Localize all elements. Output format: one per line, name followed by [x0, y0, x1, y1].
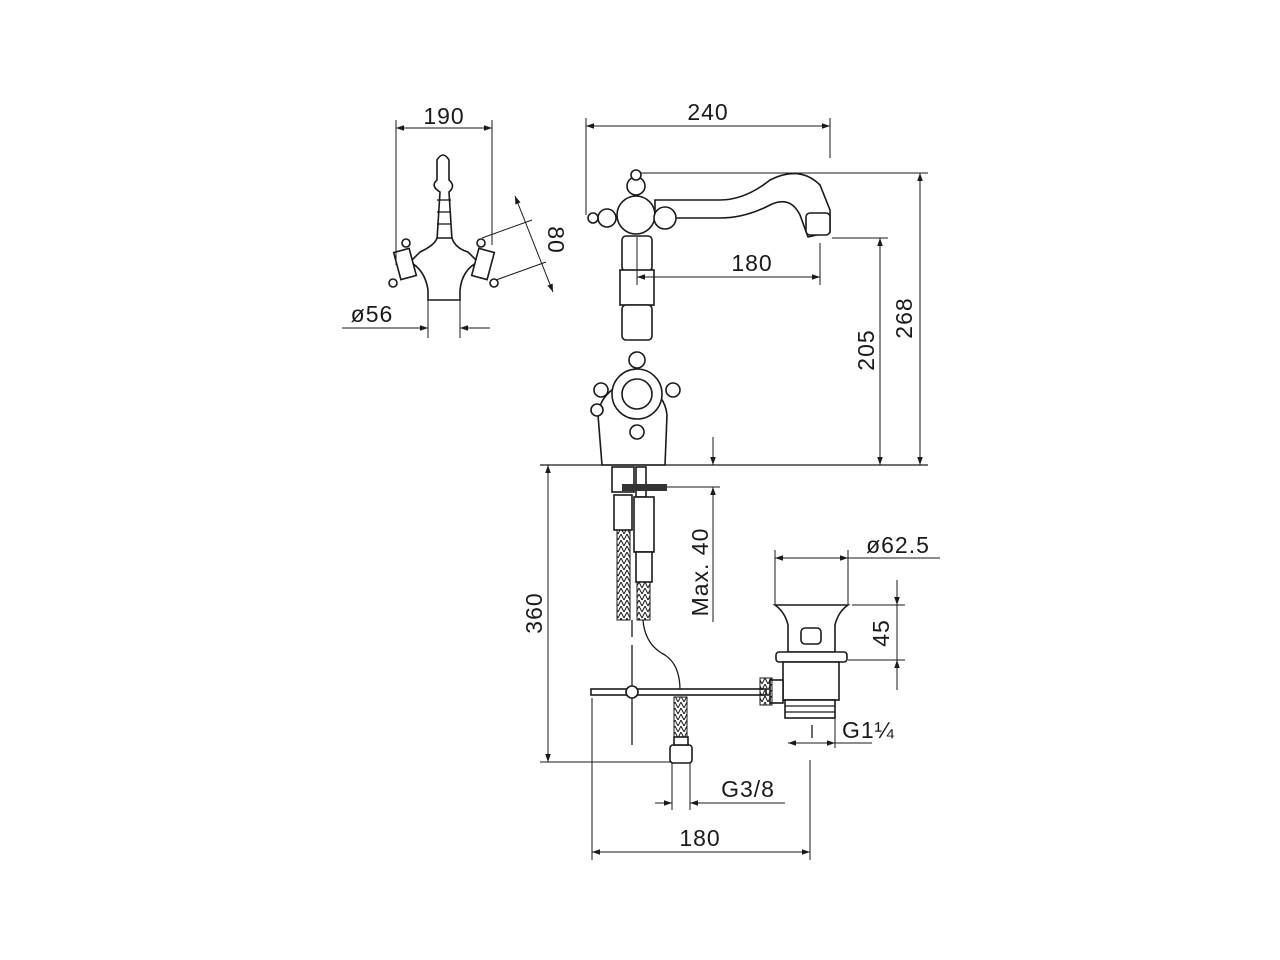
dimension-label-o62-5: ø62.5 — [866, 532, 930, 558]
dimension-label-g1-1-4: G1¼ — [842, 717, 895, 743]
dimension-g1-1-4: G1¼ — [788, 717, 895, 748]
dimension-o56: ø56 — [342, 300, 490, 338]
dimension-label-max-40: Max. 40 — [687, 528, 713, 617]
dimension-max-40: Max. 40 — [665, 437, 720, 622]
dimension-label-o56: ø56 — [351, 301, 394, 327]
dimension-label-g3-8: G3/8 — [721, 776, 775, 802]
supply-hoses — [590, 466, 767, 764]
dimension-180-rod: 180 — [591, 698, 811, 860]
dimension-label-240: 240 — [687, 99, 728, 125]
dimension-45: 45 — [848, 580, 905, 690]
dimension-o62-5: ø62.5 — [774, 532, 940, 605]
dimension-label-180-rod: 180 — [679, 825, 720, 851]
dimension-label-45: 45 — [868, 619, 894, 647]
dimension-205: 205 — [832, 237, 888, 465]
dimension-360: 360 — [521, 465, 672, 763]
dimension-80: 80 — [481, 195, 569, 293]
dimension-label-190: 190 — [423, 103, 464, 129]
dimension-label-180-spout: 180 — [731, 250, 772, 276]
dimension-190: 190 — [395, 103, 493, 265]
dimension-label-80: 80 — [543, 226, 569, 254]
dimension-g3-8: G3/8 — [655, 763, 785, 810]
dimension-label-268: 268 — [891, 297, 917, 338]
dimension-label-360: 360 — [521, 592, 547, 633]
side-view-faucet — [388, 154, 499, 301]
front-view-faucet — [587, 169, 831, 466]
dimension-240: 240 — [585, 99, 831, 215]
dimension-label-205: 205 — [853, 329, 879, 370]
pop-up-waste — [759, 604, 851, 738]
dimension-180-spout: 180 — [636, 237, 821, 285]
dimension-268: 268 — [640, 172, 928, 465]
